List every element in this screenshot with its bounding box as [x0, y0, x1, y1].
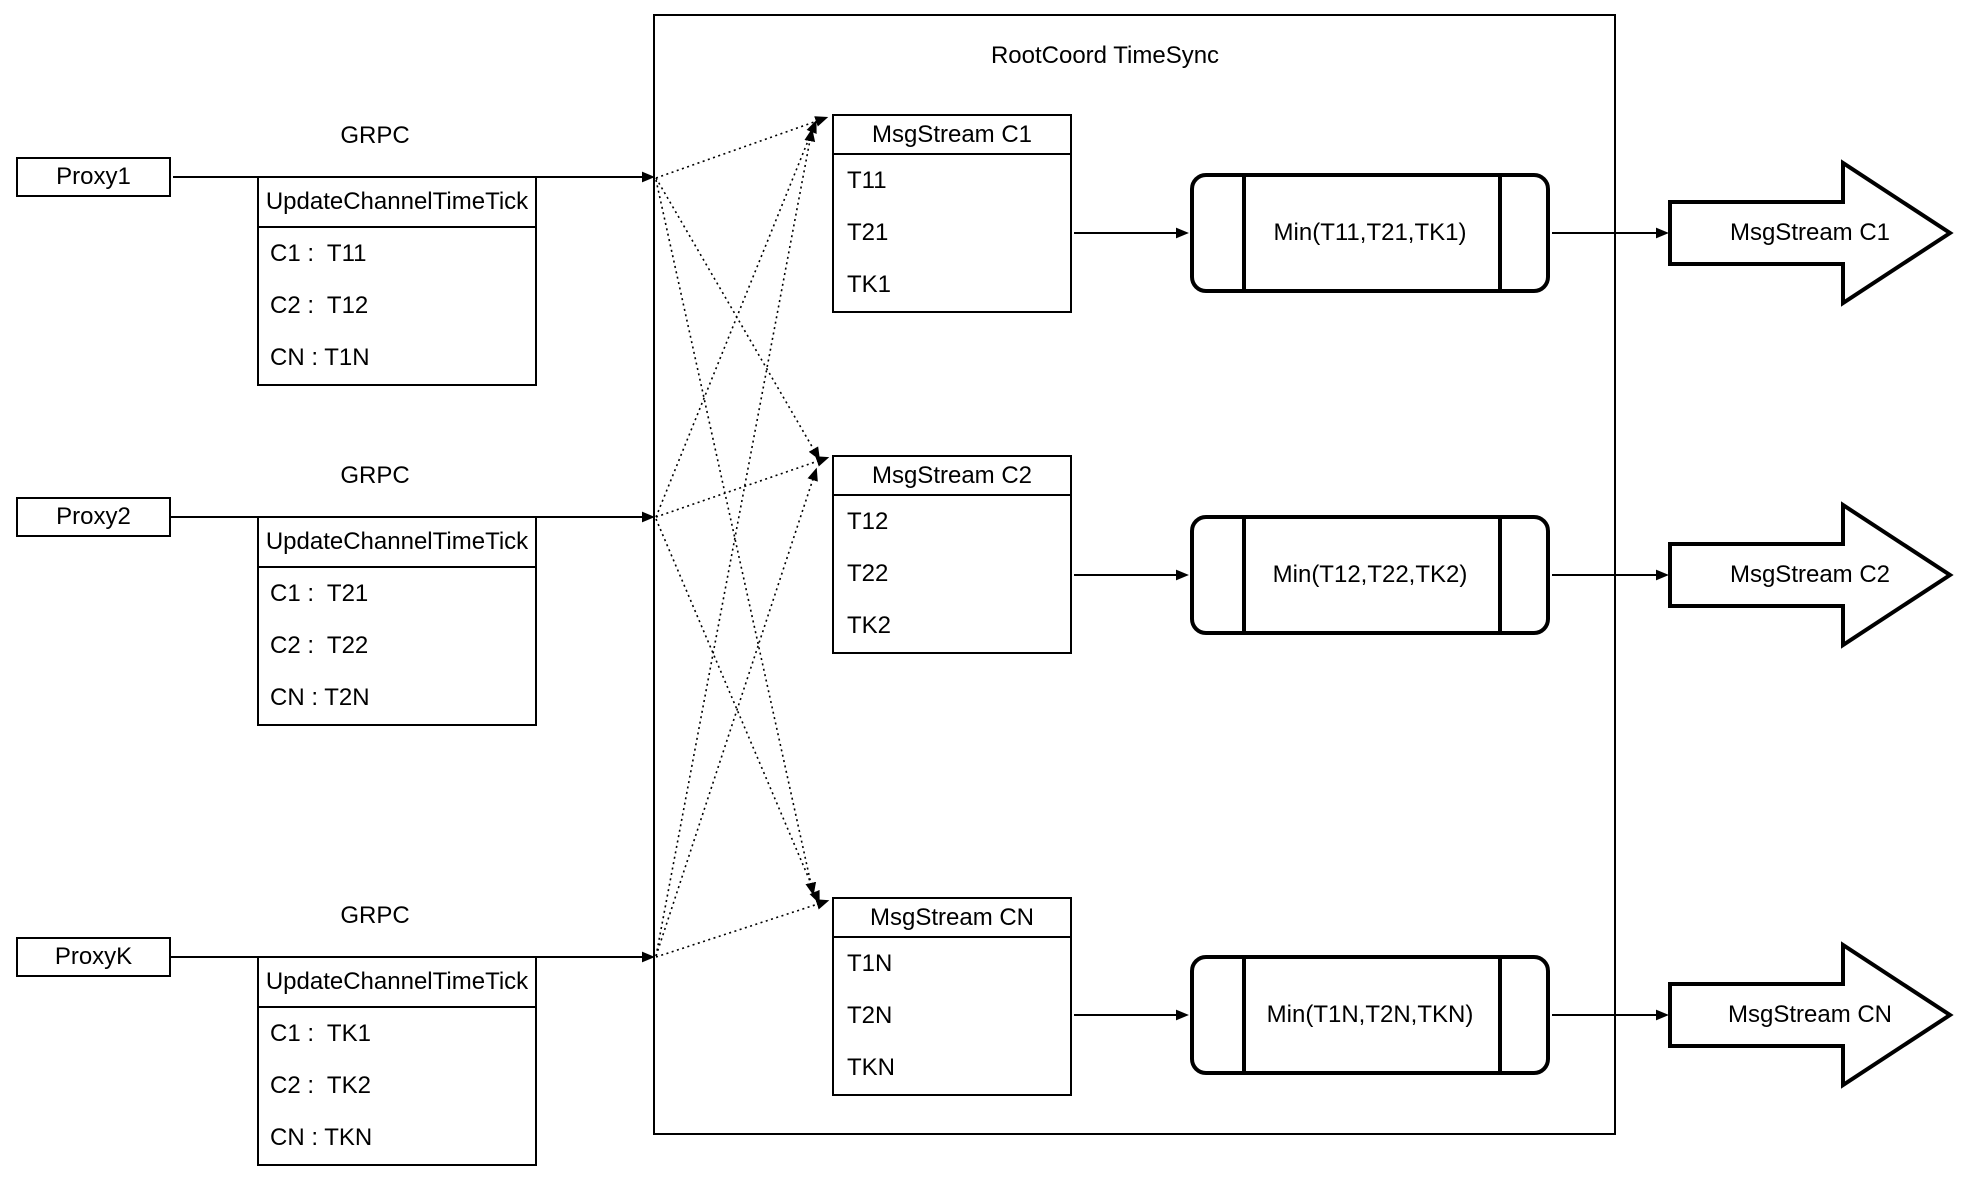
- min-process-box-c1: Min(T11,T21,TK1): [1190, 173, 1550, 293]
- msgstream-table-c1: MsgStream C1 T11 T21 TK1: [832, 114, 1072, 313]
- msgstream-table-c2: MsgStream C2 T12 T22 TK2: [832, 455, 1072, 654]
- update-timetick-table-1: UpdateChannelTimeTick C1 : T11 C2 : T12 …: [257, 176, 537, 386]
- grpc-label-1: GRPC: [340, 122, 410, 149]
- table-row: CN : TKN: [270, 1124, 373, 1151]
- msgstream-row: TKN: [847, 1054, 895, 1081]
- rootcoord-title: RootCoord TimeSync: [990, 42, 1220, 69]
- table-header: UpdateChannelTimeTick: [259, 958, 535, 1008]
- table-row: C1 : T21: [270, 580, 369, 607]
- msgstream-row: T12: [847, 508, 889, 535]
- proxyk-label: ProxyK: [54, 943, 133, 970]
- msgstream-header: MsgStream CN: [834, 899, 1070, 938]
- msgstream-header: MsgStream C1: [834, 116, 1070, 155]
- msgstream-header: MsgStream C2: [834, 457, 1070, 496]
- table-row: C1 : TK1: [270, 1020, 371, 1047]
- msgstream-row: T2N: [847, 1002, 893, 1029]
- table-row: CN : T2N: [270, 684, 370, 711]
- table-row: C2 : T22: [270, 632, 369, 659]
- grpc-label-2: GRPC: [340, 462, 410, 489]
- table-row: C2 : T12: [270, 292, 369, 319]
- min-label: Min(T11,T21,TK1): [1273, 219, 1467, 246]
- table-header: UpdateChannelTimeTick: [259, 178, 535, 228]
- update-timetick-table-3: UpdateChannelTimeTick C1 : TK1 C2 : TK2 …: [257, 956, 537, 1166]
- min-label: Min(T12,T22,TK2): [1272, 561, 1468, 588]
- proxy1-box: Proxy1: [16, 157, 171, 197]
- msgstream-row: T11: [847, 167, 887, 194]
- process-bar: [1498, 959, 1502, 1071]
- process-bar: [1498, 177, 1502, 289]
- process-bar: [1242, 959, 1246, 1071]
- proxy2-label: Proxy2: [56, 503, 131, 530]
- table-row: C1 : T11: [270, 240, 367, 267]
- table-row: C2 : TK2: [270, 1072, 371, 1099]
- min-label: Min(T1N,T2N,TKN): [1266, 1001, 1474, 1028]
- block-arrow-label-cn: MsgStream CN: [1727, 1001, 1893, 1028]
- process-bar: [1498, 519, 1502, 631]
- msgstream-row: TK1: [847, 271, 892, 298]
- proxyk-box: ProxyK: [16, 937, 171, 977]
- update-timetick-table-2: UpdateChannelTimeTick C1 : T21 C2 : T22 …: [257, 516, 537, 726]
- msgstream-row: T1N: [847, 950, 893, 977]
- msgstream-row: T21: [847, 219, 889, 246]
- min-process-box-cn: Min(T1N,T2N,TKN): [1190, 955, 1550, 1075]
- msgstream-row: TK2: [847, 612, 892, 639]
- proxy1-label: Proxy1: [56, 163, 131, 190]
- msgstream-table-cn: MsgStream CN T1N T2N TKN: [832, 897, 1072, 1096]
- process-bar: [1242, 519, 1246, 631]
- process-bar: [1242, 177, 1246, 289]
- output-block-arrows: [1668, 159, 1954, 1089]
- grpc-label-3: GRPC: [340, 902, 410, 929]
- table-header: UpdateChannelTimeTick: [259, 518, 535, 568]
- proxy2-box: Proxy2: [16, 497, 171, 537]
- block-arrow-label-c2: MsgStream C2: [1729, 561, 1891, 588]
- table-row: CN : T1N: [270, 344, 370, 371]
- msgstream-row: T22: [847, 560, 889, 587]
- block-arrow-label-c1: MsgStream C1: [1729, 219, 1891, 246]
- min-process-box-c2: Min(T12,T22,TK2): [1190, 515, 1550, 635]
